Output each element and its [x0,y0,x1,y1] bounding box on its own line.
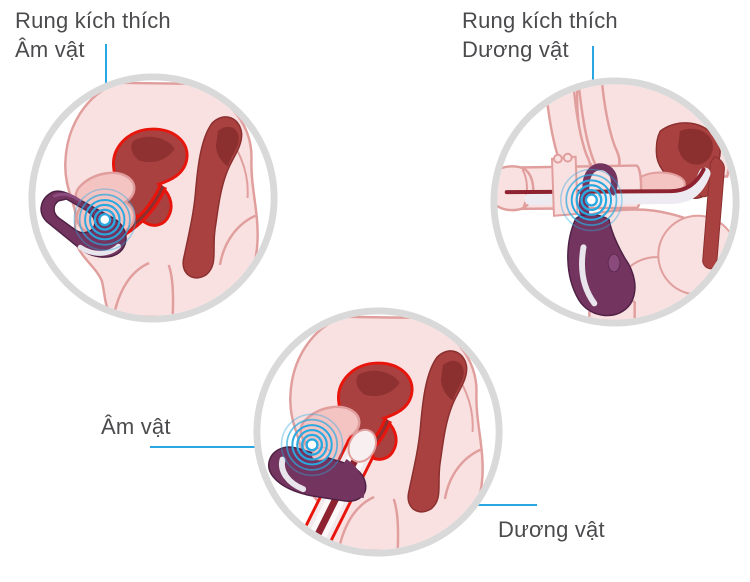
label-line: Âm vật [15,37,85,62]
diagram-penile-stimulation [487,74,743,330]
label-clitoral-vibration: Rung kích thích Âm vật [15,6,171,64]
couple-anatomy-illustration [253,307,503,557]
male-anatomy-illustration [490,77,740,327]
label-penis: Dương vật [498,515,605,544]
label-line: Rung kích thích [15,8,171,33]
diagram-clitoral-stimulation [25,70,281,326]
label-penile-vibration: Rung kích thích Dương vật [462,6,618,64]
diagram-couple-stimulation [250,304,506,560]
female-anatomy-illustration [28,73,278,323]
label-line: Dương vật [498,517,605,542]
label-line: Âm vật [101,414,171,439]
label-line: Dương vật [462,37,569,62]
label-clitoris: Âm vật [101,412,171,441]
label-line: Rung kích thích [462,8,618,33]
callout-line-clitoris [150,446,287,448]
